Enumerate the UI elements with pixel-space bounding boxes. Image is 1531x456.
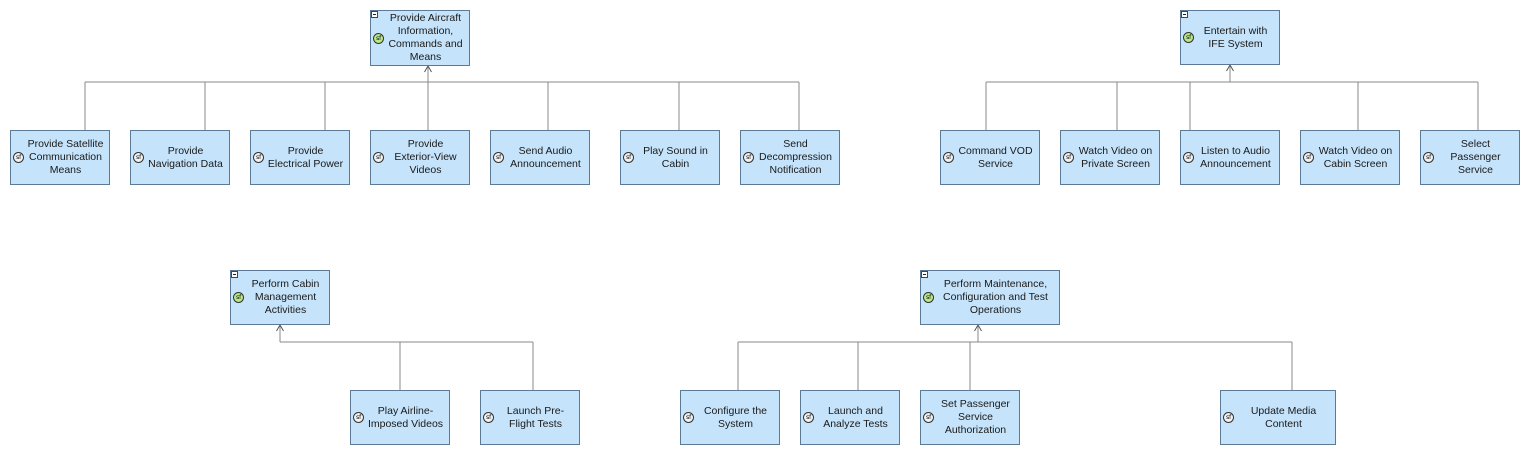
function-node-update-media-content[interactable]: sf Update Media Content xyxy=(1220,390,1336,445)
function-node-provide-navigation-data[interactable]: sf Provide Navigation Data xyxy=(130,130,230,185)
function-label: Provide Navigation Data xyxy=(148,144,223,170)
system-function-icon: sf xyxy=(13,152,24,163)
system-function-icon: sf xyxy=(923,412,934,423)
system-function-icon: sf xyxy=(803,412,814,423)
function-label: Play Airline- Imposed Videos xyxy=(367,404,444,430)
function-label: Send Audio Announcement xyxy=(510,144,581,170)
function-label: Provide Exterior-View Videos xyxy=(394,138,457,176)
connector-ife-arrowhead xyxy=(1226,64,1234,72)
function-node-play-sound-in-cabin[interactable]: sf Play Sound in Cabin xyxy=(620,130,720,185)
system-function-icon: sf xyxy=(233,292,244,303)
connector-cabin-mgmt-arrowhead xyxy=(276,324,284,332)
system-function-icon: sf xyxy=(1183,152,1194,163)
function-label: Watch Video on Cabin Screen xyxy=(1318,144,1393,170)
function-node-entertain-with-ife-system[interactable]: sf Entertain with IFE System xyxy=(1180,10,1280,65)
system-function-icon: sf xyxy=(133,152,144,163)
function-label: Entertain with IFE System xyxy=(1203,24,1268,50)
system-function-icon: sf xyxy=(253,152,264,163)
function-label: Provide Satellite Communication Means xyxy=(27,138,104,176)
function-node-send-decompression-notification[interactable]: sf Send Decompression Notification xyxy=(740,130,840,185)
function-label: Configure the System xyxy=(703,404,768,430)
function-node-perform-maintenance-configuration-and-test-operations[interactable]: sf Perform Maintenance, Configuration and… xyxy=(920,270,1060,325)
collapse-icon[interactable] xyxy=(231,271,238,278)
function-node-launch-pre-flight-tests[interactable]: sf Launch Pre- Flight Tests xyxy=(480,390,580,445)
function-label: Launch Pre- Flight Tests xyxy=(506,404,565,430)
function-label: Provide Electrical Power xyxy=(267,144,344,170)
connector-aircraft-info-arrowhead xyxy=(424,65,432,73)
system-function-icon: sf xyxy=(1423,152,1434,163)
function-label: Launch and Analyze Tests xyxy=(823,404,888,430)
function-label: Select Passenger Service xyxy=(1450,138,1501,176)
collapse-icon[interactable] xyxy=(921,271,928,278)
function-node-provide-aircraft-information-commands-and-means[interactable]: sf Provide Aircraft Information, Commands… xyxy=(370,10,470,66)
function-label: Play Sound in Cabin xyxy=(643,144,708,170)
function-label: Perform Maintenance, Configuration and T… xyxy=(943,278,1048,316)
system-function-icon: sf xyxy=(493,152,504,163)
collapse-icon[interactable] xyxy=(1181,11,1188,18)
function-label: Perform Cabin Management Activities xyxy=(251,278,320,316)
function-node-watch-video-on-cabin-screen[interactable]: sf Watch Video on Cabin Screen xyxy=(1300,130,1400,185)
function-label: Send Decompression Notification xyxy=(759,138,832,176)
function-node-select-passenger-service[interactable]: sf Select Passenger Service xyxy=(1420,130,1520,185)
system-function-icon: sf xyxy=(353,412,364,423)
function-label: Update Media Content xyxy=(1250,404,1317,430)
function-node-set-passenger-service-authorization[interactable]: sf Set Passenger Service Authorization xyxy=(920,390,1020,445)
function-node-watch-video-on-private-screen[interactable]: sf Watch Video on Private Screen xyxy=(1060,130,1160,185)
collapse-icon[interactable] xyxy=(371,11,378,18)
function-node-configure-the-system[interactable]: sf Configure the System xyxy=(680,390,780,445)
function-label: Command VOD Service xyxy=(958,144,1033,170)
function-label: Listen to Audio Announcement xyxy=(1200,144,1271,170)
system-function-icon: sf xyxy=(1223,412,1234,423)
function-label: Set Passenger Service Authorization xyxy=(941,398,1010,436)
system-function-icon: sf xyxy=(623,152,634,163)
system-function-icon: sf xyxy=(943,152,954,163)
system-function-icon: sf xyxy=(683,412,694,423)
system-function-icon: sf xyxy=(373,152,384,163)
function-node-command-vod-service[interactable]: sf Command VOD Service xyxy=(940,130,1040,185)
function-label: Watch Video on Private Screen xyxy=(1078,144,1153,170)
system-function-icon: sf xyxy=(1063,152,1074,163)
function-node-launch-and-analyze-tests[interactable]: sf Launch and Analyze Tests xyxy=(800,390,900,445)
connector-maintenance-arrowhead xyxy=(974,324,982,332)
function-node-provide-exterior-view-videos[interactable]: sf Provide Exterior-View Videos xyxy=(370,130,470,185)
system-function-icon: sf xyxy=(743,152,754,163)
system-function-icon: sf xyxy=(1183,32,1194,43)
system-function-icon: sf xyxy=(373,32,384,44)
system-function-icon: sf xyxy=(483,412,494,423)
function-label: Provide Aircraft Information, Commands a… xyxy=(388,12,463,63)
function-node-perform-cabin-management-activities[interactable]: sf Perform Cabin Management Activities xyxy=(230,270,330,325)
function-node-listen-to-audio-announcement[interactable]: sf Listen to Audio Announcement xyxy=(1180,130,1280,185)
function-node-send-audio-announcement[interactable]: sf Send Audio Announcement xyxy=(490,130,590,185)
system-function-icon: sf xyxy=(1303,152,1314,163)
system-function-icon: sf xyxy=(923,292,934,303)
